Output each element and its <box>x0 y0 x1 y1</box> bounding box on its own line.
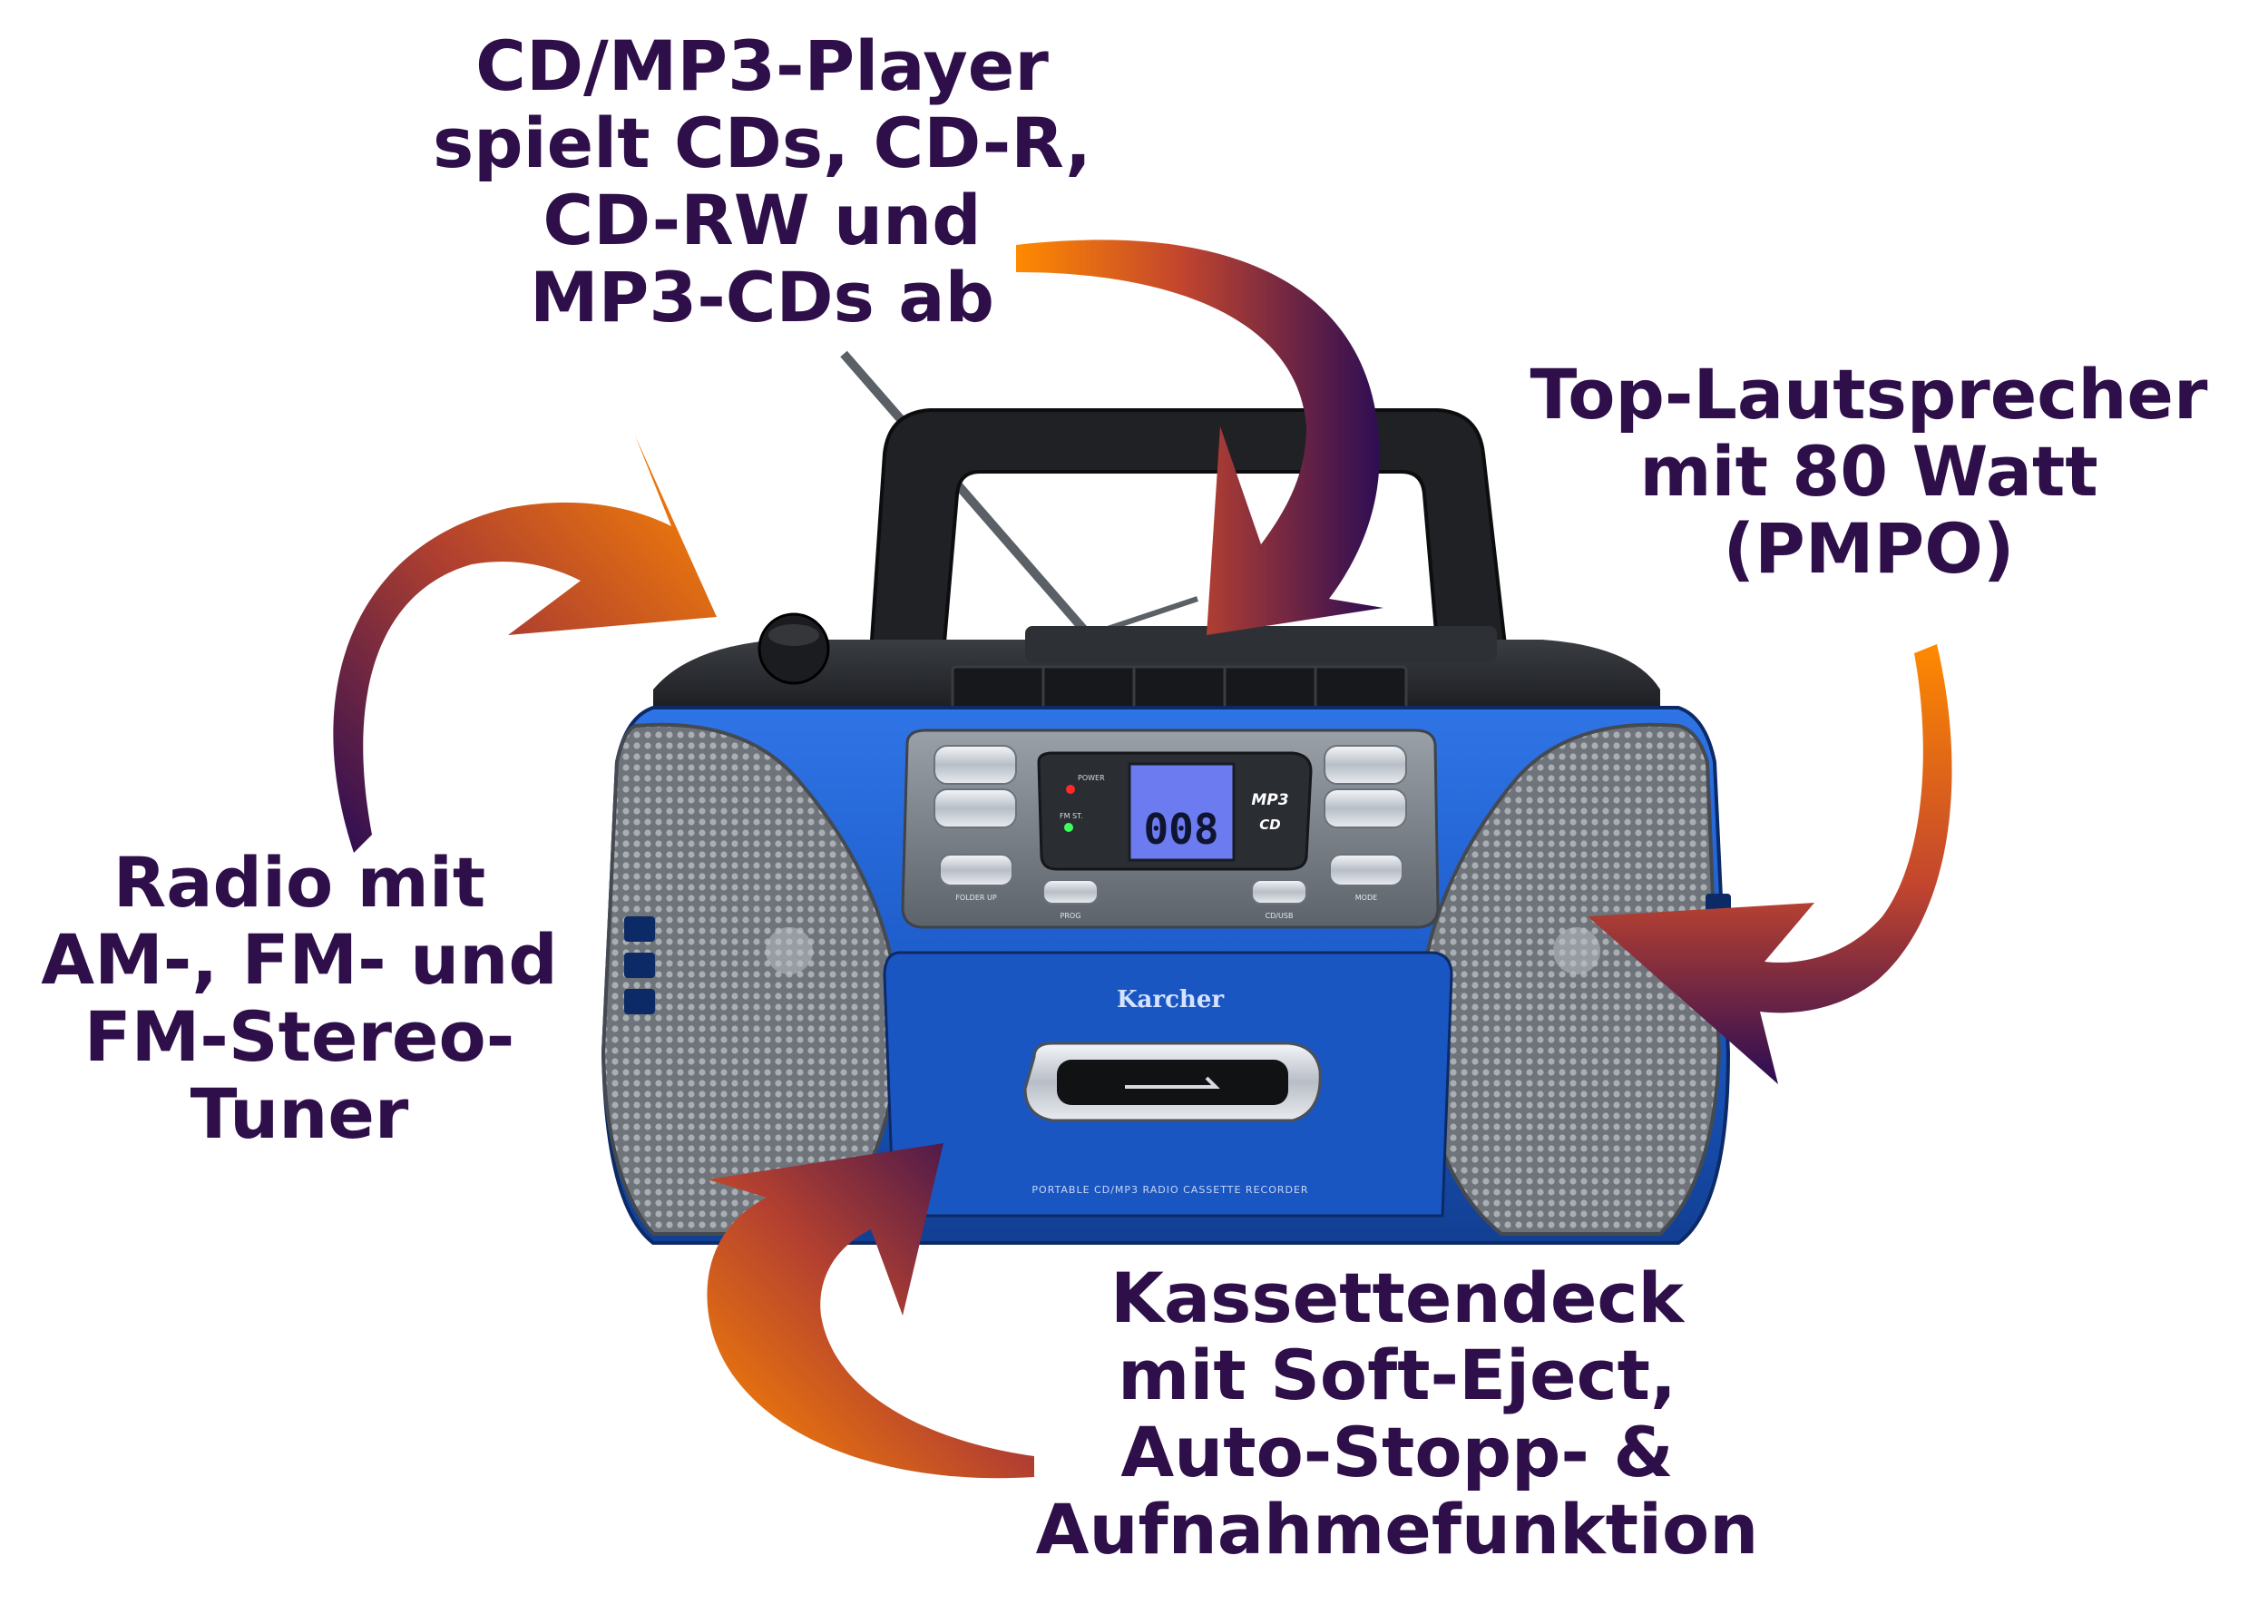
fm-stereo-label: FM ST. <box>1060 812 1083 820</box>
caption-line: spielt CDs, CD-R, <box>432 103 1092 184</box>
skip-back-button <box>934 745 1017 785</box>
antenna <box>840 350 1092 639</box>
power-led <box>1066 785 1075 794</box>
mode-button <box>1329 854 1403 886</box>
caption-line: CD/MP3-Player <box>475 25 1049 106</box>
caption-line: mit 80 Watt <box>1639 431 2098 513</box>
prog-label: PROG <box>1061 912 1081 920</box>
model-description: PORTABLE CD/MP3 RADIO CASSETTE RECORDER <box>1031 1184 1308 1196</box>
mode-label: MODE <box>1355 894 1377 902</box>
caption-speaker: Top-Lautsprecher mit 80 Watt (PMPO) <box>1488 356 2250 587</box>
arrow-cassette <box>707 1143 1034 1479</box>
display-digits: 008 <box>1143 805 1218 854</box>
caption-line: FM-Stereo- <box>83 996 515 1078</box>
stop-button <box>934 788 1017 828</box>
carry-handle <box>868 408 1509 655</box>
cd-usb-label: CD/USB <box>1266 912 1294 920</box>
brand-logo: Karcher <box>1117 986 1224 1013</box>
cd-lid <box>1025 626 1497 662</box>
caption-line: Auto-Stopp- & <box>1120 1412 1674 1493</box>
caption-line: MP3-CDs ab <box>530 257 994 338</box>
lcd-display <box>1128 762 1236 862</box>
caption-line: Radio mit <box>112 842 486 923</box>
fm-stereo-led <box>1064 823 1073 832</box>
folder-up-button <box>939 854 1013 886</box>
caption-line: Aufnahmefunktion <box>1035 1489 1759 1570</box>
power-label: POWER <box>1078 774 1105 782</box>
prog-button <box>1042 879 1099 905</box>
mp3-badge: MP3 <box>1251 791 1288 809</box>
arrow-cd-player <box>1016 240 1383 635</box>
cd-badge: CD <box>1259 817 1280 833</box>
caption-line: CD-RW und <box>543 180 982 261</box>
caption-cassette: Kassettendeck mit Soft-Eject, Auto-Stopp… <box>962 1257 1833 1570</box>
caption-line: AM-, FM- und <box>41 919 558 1001</box>
arrow-radio <box>333 435 717 853</box>
caption-line: Top-Lautsprecher <box>1530 354 2208 435</box>
arrow-speaker <box>1588 644 1952 1084</box>
caption-line: (PMPO) <box>1723 508 2015 590</box>
caption-line: Kassettendeck <box>1110 1257 1685 1338</box>
cd-usb-button <box>1251 879 1307 905</box>
play-pause-button <box>1324 788 1407 828</box>
left-vent <box>624 916 655 1014</box>
caption-cd-player: CD/MP3-Player spielt CDs, CD-R, CD-RW un… <box>381 25 1143 338</box>
caption-line: Tuner <box>190 1073 409 1155</box>
folder-up-label: FOLDER UP <box>955 894 997 902</box>
skip-forward-button <box>1324 745 1407 785</box>
caption-line: mit Soft-Eject, <box>1118 1335 1677 1416</box>
caption-radio: Radio mit AM-, FM- und FM-Stereo- Tuner <box>0 842 599 1155</box>
